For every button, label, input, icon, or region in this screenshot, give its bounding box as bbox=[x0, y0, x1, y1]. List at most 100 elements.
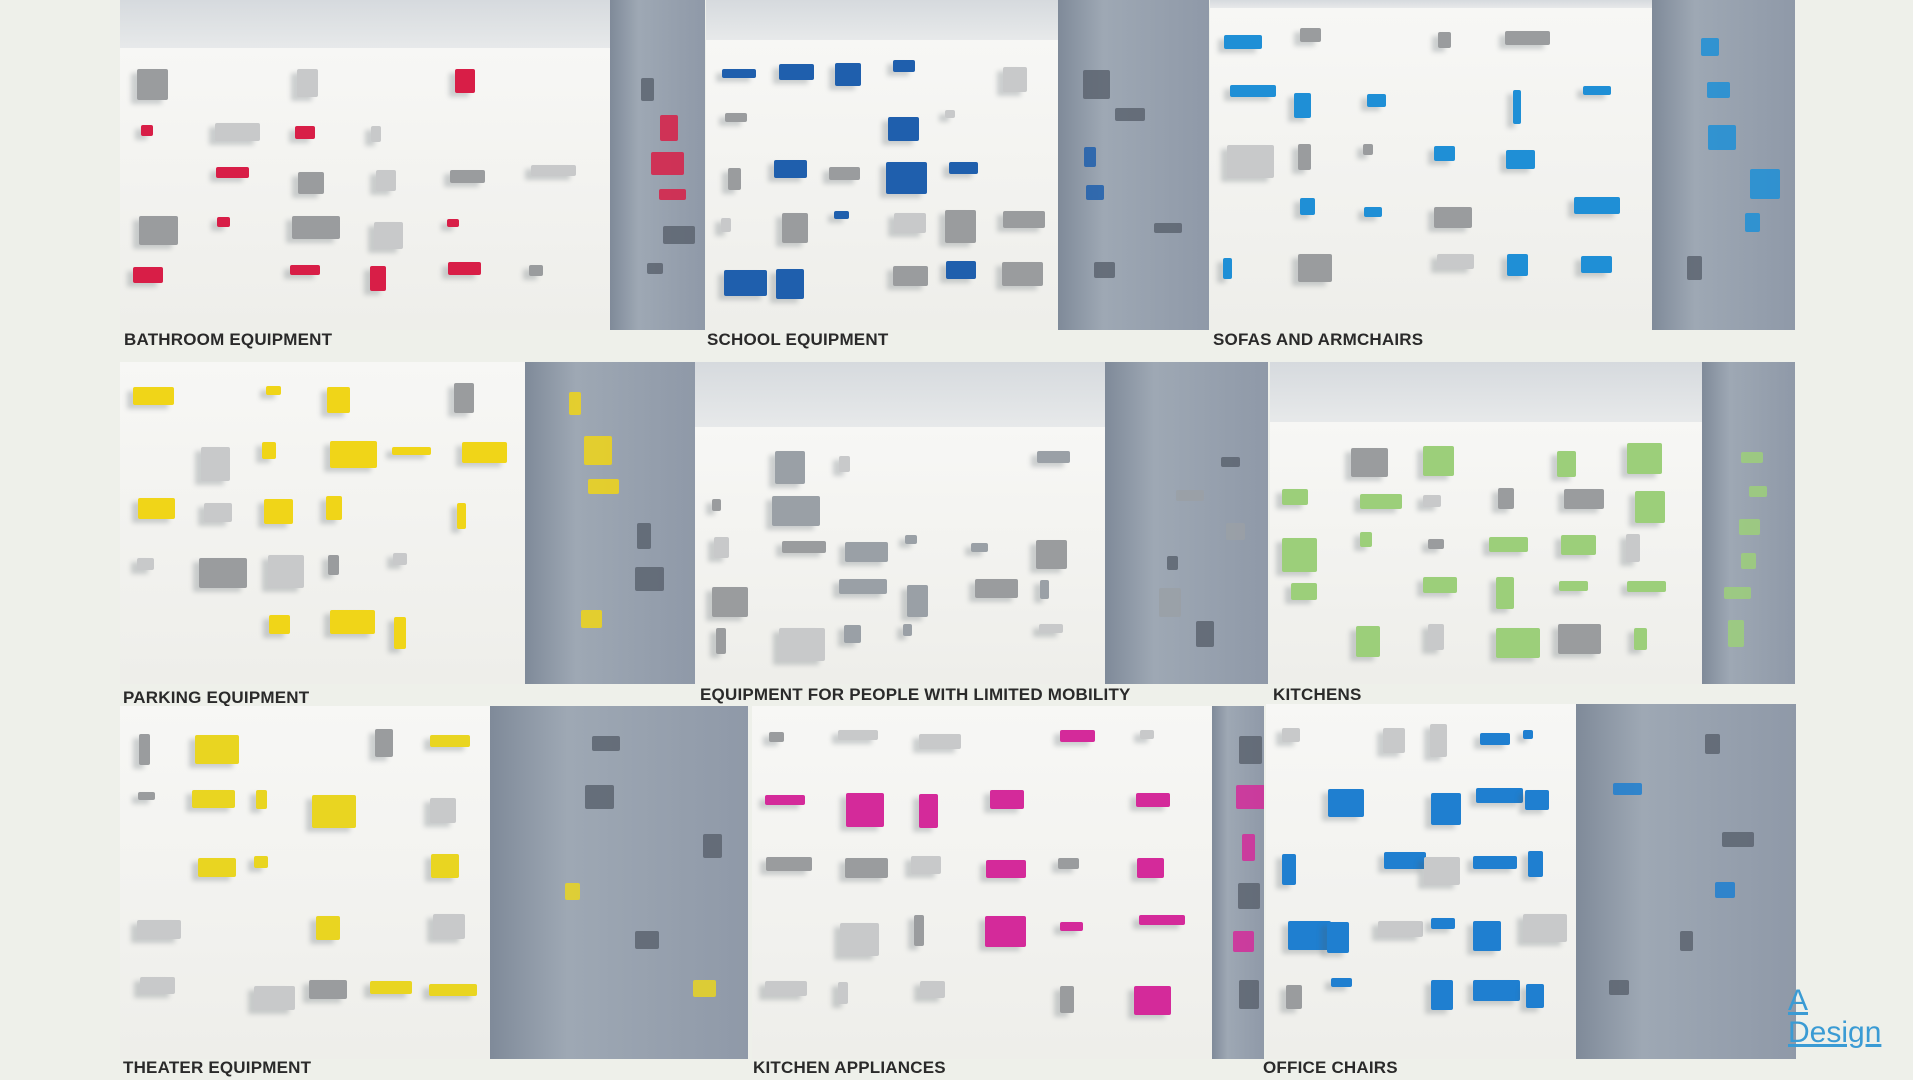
product-thumbnail bbox=[1422, 494, 1441, 507]
product-thumbnail bbox=[1634, 627, 1647, 651]
product-thumbnail bbox=[203, 502, 232, 522]
product-thumbnail bbox=[839, 579, 887, 594]
product-thumbnail bbox=[837, 729, 879, 740]
product-thumbnail bbox=[1057, 857, 1079, 869]
product-thumbnail bbox=[778, 628, 825, 662]
product-thumbnail bbox=[989, 789, 1025, 809]
caption-office-chairs: OFFICE CHAIRS bbox=[1263, 1058, 1398, 1077]
product-thumbnail bbox=[392, 446, 432, 455]
product-thumbnail bbox=[315, 916, 341, 940]
product-thumbnail bbox=[716, 628, 727, 655]
product-thumbnail bbox=[1687, 256, 1703, 281]
product-thumbnail bbox=[1504, 30, 1550, 46]
product-thumbnail bbox=[454, 383, 474, 414]
product-thumbnail bbox=[1115, 108, 1146, 122]
product-thumbnail bbox=[1749, 169, 1780, 199]
product-thumbnail bbox=[834, 63, 862, 87]
product-thumbnail bbox=[297, 171, 324, 194]
product-thumbnail bbox=[137, 791, 156, 801]
product-thumbnail bbox=[1423, 577, 1457, 593]
product-thumbnail bbox=[712, 586, 749, 617]
product-thumbnail bbox=[774, 160, 808, 178]
panel-theater bbox=[120, 706, 748, 1059]
product-thumbnail bbox=[640, 78, 654, 101]
product-thumbnail bbox=[945, 210, 977, 244]
product-thumbnail bbox=[1094, 261, 1115, 279]
product-thumbnail bbox=[845, 542, 888, 563]
product-thumbnail bbox=[462, 442, 507, 463]
product-thumbnail bbox=[197, 858, 236, 878]
product-thumbnail bbox=[1300, 28, 1321, 43]
product-thumbnail bbox=[904, 534, 917, 544]
product-thumbnail bbox=[1472, 921, 1501, 951]
product-thumbnail bbox=[262, 442, 276, 460]
product-thumbnail bbox=[1175, 489, 1205, 501]
product-thumbnail bbox=[1001, 262, 1044, 287]
product-thumbnail bbox=[840, 923, 880, 956]
product-thumbnail bbox=[651, 152, 685, 176]
product-thumbnail bbox=[216, 217, 231, 227]
product-thumbnail bbox=[263, 499, 293, 524]
product-thumbnail bbox=[375, 169, 397, 192]
product-thumbnail bbox=[888, 116, 919, 141]
product-thumbnail bbox=[727, 168, 742, 191]
product-thumbnail bbox=[269, 615, 291, 635]
product-thumbnail bbox=[267, 555, 304, 588]
product-thumbnail bbox=[1384, 852, 1427, 870]
product-thumbnail bbox=[1581, 255, 1613, 274]
brand-logo-line2: Design bbox=[1788, 1016, 1882, 1049]
brand-logo[interactable]: A Design bbox=[1788, 985, 1881, 1049]
product-thumbnail bbox=[448, 262, 482, 276]
product-thumbnail bbox=[580, 610, 602, 629]
product-thumbnail bbox=[138, 497, 175, 519]
product-thumbnail bbox=[297, 69, 318, 98]
product-thumbnail bbox=[838, 982, 849, 1005]
product-thumbnail bbox=[309, 979, 348, 1000]
product-thumbnail bbox=[1583, 85, 1612, 96]
product-thumbnail bbox=[1434, 206, 1472, 228]
product-thumbnail bbox=[1327, 789, 1364, 818]
product-thumbnail bbox=[1084, 146, 1096, 168]
product-thumbnail bbox=[330, 609, 376, 635]
product-thumbnail bbox=[1430, 980, 1453, 1011]
product-thumbnail bbox=[564, 882, 581, 901]
product-thumbnail bbox=[711, 499, 721, 511]
product-thumbnail bbox=[447, 218, 459, 228]
product-thumbnail bbox=[1159, 588, 1182, 617]
product-thumbnail bbox=[892, 60, 915, 73]
product-thumbnail bbox=[253, 985, 296, 1010]
product-thumbnail bbox=[1609, 979, 1630, 996]
product-thumbnail bbox=[256, 790, 267, 810]
panel-sofas bbox=[1210, 0, 1795, 330]
product-thumbnail bbox=[1626, 442, 1663, 475]
caption-parking: PARKING EQUIPMENT bbox=[123, 688, 310, 707]
product-thumbnail bbox=[1229, 85, 1276, 97]
product-thumbnail bbox=[1133, 986, 1172, 1016]
product-thumbnail bbox=[1363, 143, 1373, 156]
product-thumbnail bbox=[1437, 254, 1474, 269]
product-thumbnail bbox=[1430, 724, 1448, 757]
product-thumbnail bbox=[292, 216, 340, 240]
product-thumbnail bbox=[970, 542, 988, 553]
panel-kitchen-appliances bbox=[752, 706, 1264, 1059]
product-thumbnail bbox=[1526, 983, 1544, 1009]
product-thumbnail bbox=[1326, 922, 1349, 954]
product-thumbnail bbox=[659, 189, 686, 200]
product-thumbnail bbox=[1739, 519, 1761, 536]
product-thumbnail bbox=[1627, 580, 1667, 593]
product-thumbnail bbox=[781, 541, 826, 554]
product-thumbnail bbox=[1241, 833, 1255, 861]
product-thumbnail bbox=[1299, 198, 1316, 216]
product-thumbnail bbox=[432, 914, 466, 940]
product-thumbnail bbox=[985, 915, 1026, 947]
product-thumbnail bbox=[1294, 92, 1312, 118]
product-thumbnail bbox=[215, 167, 250, 178]
product-thumbnail bbox=[201, 447, 230, 481]
product-thumbnail bbox=[1721, 832, 1755, 848]
product-thumbnail bbox=[782, 212, 808, 244]
product-thumbnail bbox=[663, 226, 695, 244]
panel-parking bbox=[120, 362, 695, 684]
product-thumbnail bbox=[133, 386, 175, 405]
caption-mobility: EQUIPMENT FOR PEOPLE WITH LIMITED MOBILI… bbox=[700, 685, 1131, 704]
product-thumbnail bbox=[945, 110, 955, 119]
